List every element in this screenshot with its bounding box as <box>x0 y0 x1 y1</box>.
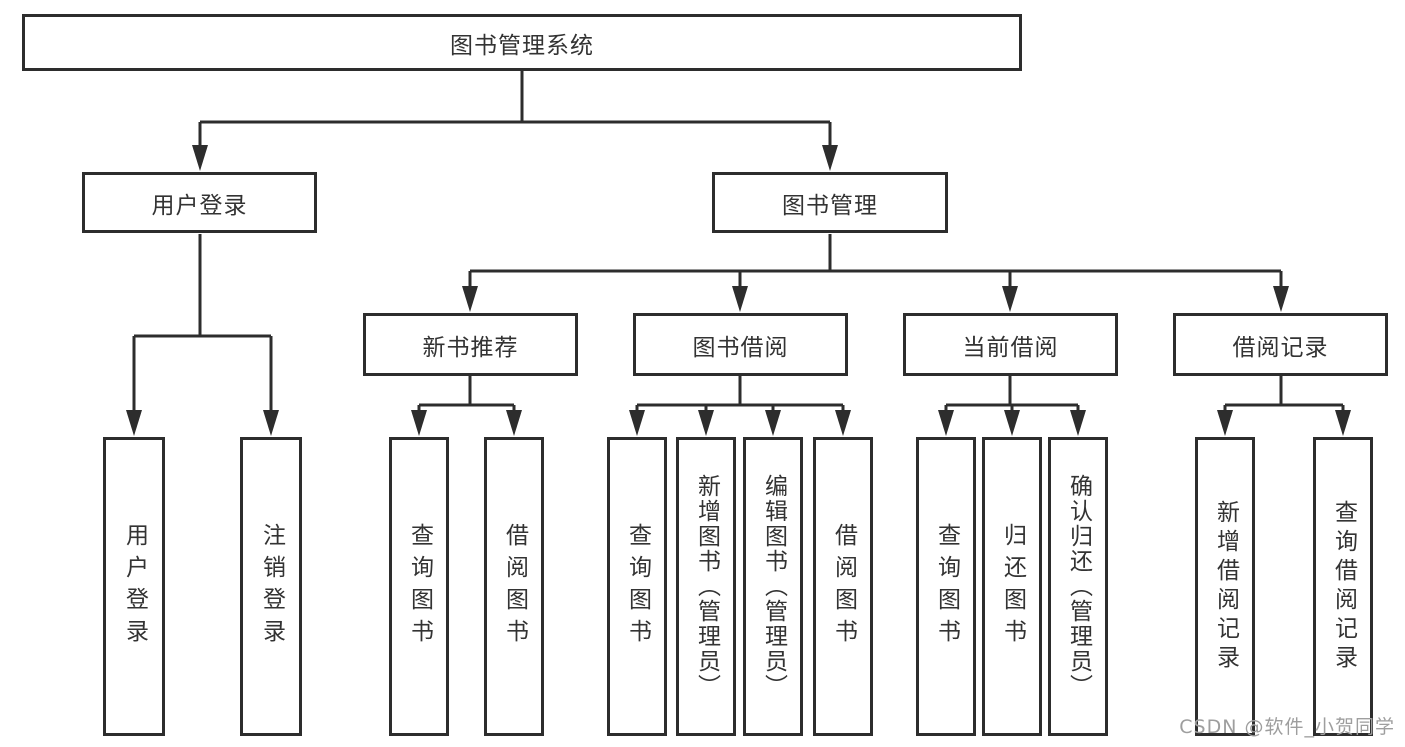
leaf-add-book-admin: 新增图书（管理员） <box>676 437 736 736</box>
node-user-login-label: 用户登录 <box>151 192 248 219</box>
node-borrowing-records: 借阅记录 <box>1173 313 1388 376</box>
arrowheads <box>126 145 1351 436</box>
arrow-icon <box>938 410 954 436</box>
leaf-return-books-label: 归还图书 <box>999 522 1026 651</box>
arrow-icon <box>822 145 838 171</box>
leaf-query-books-current: 查询图书 <box>916 437 976 736</box>
node-borrowing-records-label: 借阅记录 <box>1232 334 1329 361</box>
node-new-book-recommend: 新书推荐 <box>363 313 578 376</box>
arrow-icon <box>732 286 748 312</box>
node-user-login: 用户登录 <box>82 172 317 233</box>
arrow-icon <box>1002 286 1018 312</box>
node-book-management-label: 图书管理 <box>782 192 878 219</box>
node-new-book-recommend-label: 新书推荐 <box>422 334 519 361</box>
leaf-borrow-books-recommend-label: 借阅图书 <box>501 522 528 651</box>
leaf-query-books-recommend-label: 查询图书 <box>406 522 433 651</box>
arrow-icon <box>462 286 478 312</box>
leaf-query-books-current-label: 查询图书 <box>933 522 960 651</box>
node-book-borrowing: 图书借阅 <box>633 313 848 376</box>
leaf-borrow-books-borrowing: 借阅图书 <box>813 437 873 736</box>
leaf-confirm-return-admin-label: 确认归还（管理员） <box>1065 474 1092 699</box>
watermark-text: CSDN @软件_小贺同学 <box>1179 716 1395 738</box>
node-book-management: 图书管理 <box>712 172 948 233</box>
node-book-borrowing-label: 图书借阅 <box>692 334 789 361</box>
arrow-icon <box>411 410 427 436</box>
arrow-icon <box>765 410 781 436</box>
arrow-icon <box>263 410 279 436</box>
connector-lines <box>132 71 1345 412</box>
leaf-add-borrow-record-label: 新增借阅记录 <box>1212 499 1239 674</box>
leaf-user-login: 用户登录 <box>103 437 165 736</box>
arrow-icon <box>698 410 714 436</box>
leaf-borrow-books-borrowing-label: 借阅图书 <box>830 522 857 651</box>
leaf-user-login-label: 用户登录 <box>121 522 148 651</box>
leaf-return-books: 归还图书 <box>982 437 1042 736</box>
arrow-icon <box>126 410 142 436</box>
leaf-query-books-borrowing: 查询图书 <box>607 437 667 736</box>
arrow-icon <box>192 145 208 171</box>
node-current-borrowing: 当前借阅 <box>903 313 1118 376</box>
node-root-label: 图书管理系统 <box>450 32 594 59</box>
leaf-confirm-return-admin: 确认归还（管理员） <box>1048 437 1108 736</box>
arrow-icon <box>1004 410 1020 436</box>
leaf-query-books-borrowing-label: 查询图书 <box>624 522 651 651</box>
leaf-query-borrow-record: 查询借阅记录 <box>1313 437 1373 736</box>
arrow-icon <box>506 410 522 436</box>
arrow-icon <box>629 410 645 436</box>
leaf-add-borrow-record: 新增借阅记录 <box>1195 437 1255 736</box>
arrow-icon <box>1335 410 1351 436</box>
arrow-icon <box>1273 286 1289 312</box>
leaf-edit-book-admin-label: 编辑图书（管理员） <box>760 474 787 699</box>
arrow-icon <box>1217 410 1233 436</box>
leaf-query-books-recommend: 查询图书 <box>389 437 449 736</box>
node-current-borrowing-label: 当前借阅 <box>962 334 1059 361</box>
node-root: 图书管理系统 <box>22 14 1022 71</box>
leaf-logout: 注销登录 <box>240 437 302 736</box>
leaf-logout-label: 注销登录 <box>258 522 285 651</box>
arrow-icon <box>835 410 851 436</box>
leaf-borrow-books-recommend: 借阅图书 <box>484 437 544 736</box>
arrow-icon <box>1070 410 1086 436</box>
leaf-query-borrow-record-label: 查询借阅记录 <box>1330 499 1357 674</box>
leaf-add-book-admin-label: 新增图书（管理员） <box>693 474 720 699</box>
leaf-edit-book-admin: 编辑图书（管理员） <box>743 437 803 736</box>
